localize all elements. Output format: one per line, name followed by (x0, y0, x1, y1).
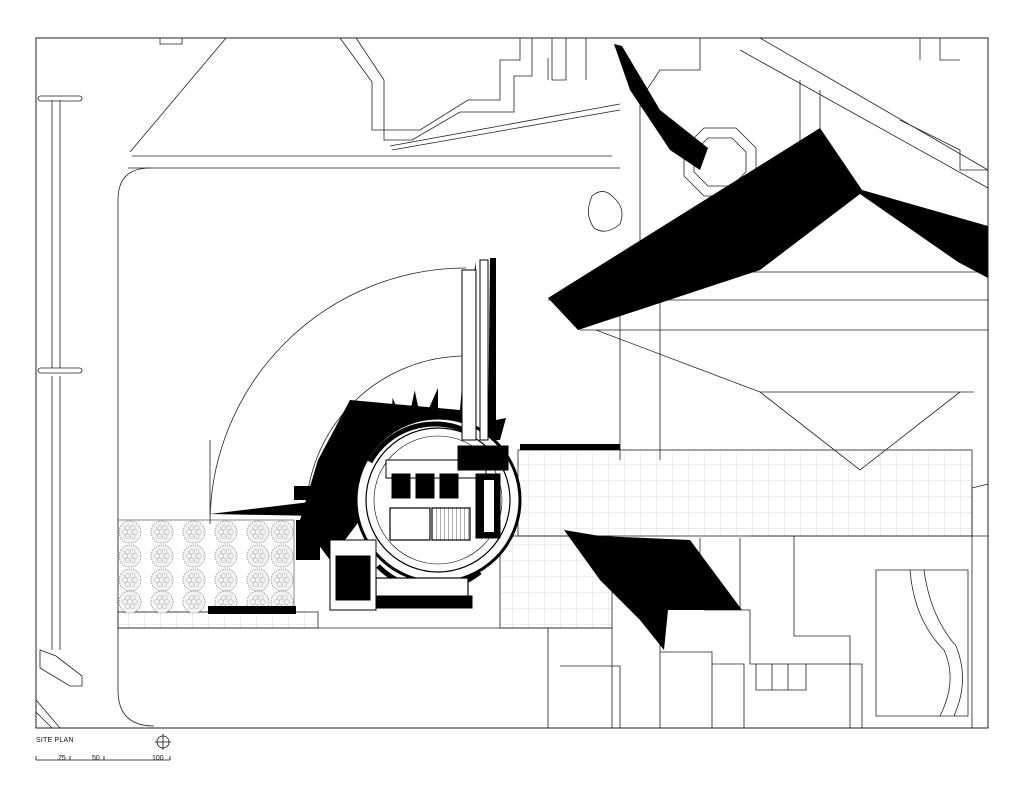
tree-canopy-icon (150, 590, 174, 614)
scale-tick-25: 25 (58, 755, 66, 762)
tree-canopy-icon (182, 590, 206, 614)
drawing-title: SITE PLAN (36, 737, 74, 744)
tree-canopy-icon (118, 520, 142, 544)
scale-bar (35, 756, 171, 761)
tree-canopy-icon (214, 544, 238, 568)
tree-canopy-icon (118, 544, 142, 568)
sheet-border (35, 37, 989, 729)
tree-canopy-icon (270, 568, 294, 592)
tree-canopy-icon (118, 590, 142, 614)
serrated-wall-shadow (331, 388, 438, 486)
tree-canopy-icon (182, 544, 206, 568)
north-arrow-icon (155, 734, 171, 750)
tree-grove (117, 519, 295, 614)
scale-tick-100: 100 (152, 755, 164, 762)
paved-plaza (117, 449, 973, 629)
tree-canopy-icon (214, 568, 238, 592)
tree-canopy-icon (246, 544, 270, 568)
tree-canopy-icon (150, 544, 174, 568)
tree-canopy-icon (182, 568, 206, 592)
tree-canopy-icon (270, 520, 294, 544)
tree-canopy-icon (214, 520, 238, 544)
scale-tick-50: 50 (92, 755, 100, 762)
building-shadows (208, 44, 988, 650)
tree-canopy-icon (246, 520, 270, 544)
tree-canopy-icon (150, 568, 174, 592)
tree-canopy-icon (150, 520, 174, 544)
central-building (329, 259, 522, 611)
tree-canopy-icon (182, 520, 206, 544)
tree-canopy-icon (270, 544, 294, 568)
tree-canopy-icon (246, 568, 270, 592)
tree-canopy-icon (118, 568, 142, 592)
